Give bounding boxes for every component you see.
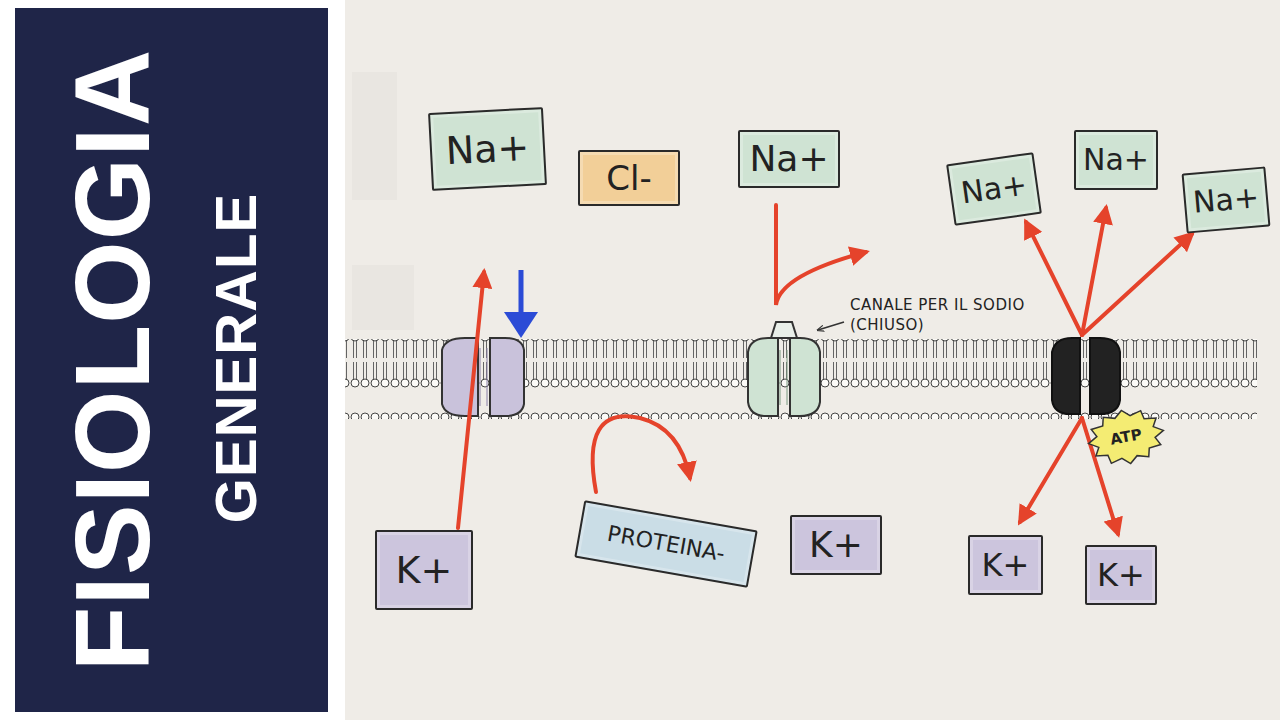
ion-label: Na+ [445, 128, 530, 170]
ion-box: K+ [790, 515, 882, 575]
ion-box: Na+ [428, 107, 547, 191]
ion-box: Na+ [946, 152, 1042, 226]
ion-label: Na+ [749, 141, 828, 177]
ghost-mark [352, 72, 397, 200]
title-vertical: FISIOLOGIA [59, 49, 165, 671]
ion-box: Na+ [738, 130, 840, 188]
inward-arrow-head [504, 312, 538, 338]
phospholipid-bilayer [345, 339, 1257, 419]
ion-label: Na+ [959, 170, 1029, 209]
sodium-potassium-pump [1052, 338, 1120, 414]
title-panel [15, 8, 328, 712]
channel-note: CANALE PER IL SODIO (CHIUSO) [850, 296, 1050, 335]
ghost-mark [352, 265, 414, 330]
side-strip [0, 0, 345, 720]
ion-label: Na+ [1192, 182, 1260, 218]
ion-label: Na+ [1083, 145, 1149, 175]
atp-burst: ATP [1082, 401, 1171, 472]
potassium-channel [442, 338, 524, 416]
leader-line [818, 322, 844, 330]
ion-label: Cl- [606, 161, 651, 195]
ion-box: K+ [1085, 545, 1157, 605]
ion-box: Na+ [1182, 166, 1271, 233]
ion-label: K+ [1097, 559, 1145, 591]
ion-label: K+ [809, 527, 863, 563]
ion-box: K+ [968, 535, 1043, 595]
ion-box: Cl- [578, 150, 680, 206]
subtitle-vertical: GENERALE [207, 193, 265, 523]
ion-label: PROTEINA- [606, 523, 727, 565]
sodium-channel [748, 322, 820, 416]
flow-arrows [458, 205, 1192, 534]
ion-label: K+ [982, 549, 1030, 581]
ion-box: Na+ [1074, 130, 1158, 190]
ion-label: K+ [396, 551, 453, 589]
ion-box: PROTEINA- [574, 500, 757, 588]
ion-box: K+ [375, 530, 473, 610]
